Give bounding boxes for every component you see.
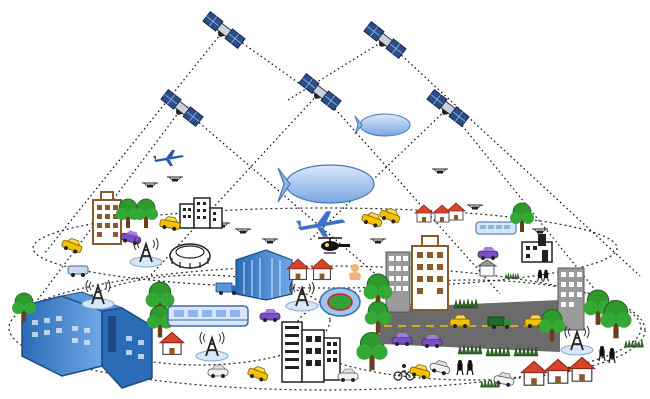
drone-icon bbox=[531, 228, 549, 234]
building-icon bbox=[179, 197, 223, 229]
person-icon bbox=[456, 359, 464, 376]
drone-icon bbox=[234, 228, 252, 234]
satellite-icon bbox=[297, 73, 342, 113]
house-icon bbox=[310, 258, 334, 281]
satellite-icon bbox=[201, 11, 246, 51]
car-icon bbox=[119, 228, 143, 247]
factory-icon bbox=[521, 234, 553, 263]
house-icon bbox=[446, 202, 466, 221]
building-icon bbox=[411, 235, 449, 311]
stadium-icon bbox=[169, 243, 211, 269]
house-icon bbox=[568, 356, 596, 382]
drone-icon bbox=[369, 238, 387, 244]
ground-coverage-ring bbox=[8, 265, 642, 391]
bus-icon bbox=[67, 265, 89, 277]
house-icon bbox=[432, 204, 452, 223]
cell-tower-icon bbox=[195, 331, 229, 362]
satellite-icon bbox=[362, 21, 407, 61]
satellite-icon bbox=[425, 89, 470, 129]
airship-icon bbox=[354, 113, 411, 137]
house-icon bbox=[520, 360, 548, 386]
drone-icon bbox=[141, 182, 159, 188]
tree-icon bbox=[133, 198, 159, 229]
building-icon bbox=[92, 191, 122, 245]
car-icon bbox=[158, 214, 182, 233]
car-icon bbox=[246, 363, 271, 384]
person-icon bbox=[598, 345, 606, 362]
building-icon bbox=[323, 337, 341, 381]
drone-icon bbox=[466, 204, 484, 210]
satellite-icon bbox=[159, 89, 204, 129]
car-icon bbox=[428, 358, 452, 377]
building-icon bbox=[385, 251, 411, 313]
factory-icon bbox=[21, 291, 153, 389]
bus-icon bbox=[167, 305, 249, 327]
outer-coverage-ring bbox=[32, 207, 618, 289]
car-icon bbox=[492, 370, 516, 389]
airplane-icon bbox=[153, 150, 184, 166]
car-icon bbox=[60, 235, 85, 256]
drone-icon bbox=[261, 238, 279, 244]
person-icon bbox=[537, 269, 543, 283]
person-icon bbox=[543, 269, 549, 283]
car-icon bbox=[259, 308, 281, 323]
person-icon bbox=[349, 264, 361, 280]
car-icon bbox=[207, 364, 229, 379]
person-icon bbox=[466, 359, 474, 376]
drone-icon bbox=[166, 176, 184, 182]
bus-icon bbox=[475, 221, 517, 235]
person-icon bbox=[608, 347, 616, 364]
airplane-icon bbox=[296, 211, 346, 237]
truck-icon bbox=[487, 316, 511, 329]
house-icon bbox=[544, 358, 572, 384]
building-icon bbox=[235, 249, 293, 301]
house-icon bbox=[159, 331, 185, 356]
car-icon bbox=[477, 246, 499, 261]
car-icon bbox=[337, 368, 359, 383]
helicopter-icon bbox=[318, 237, 350, 254]
building-icon bbox=[476, 259, 498, 277]
house-icon bbox=[414, 204, 434, 223]
airship-icon bbox=[277, 164, 375, 204]
building-icon bbox=[281, 321, 325, 383]
truck-icon bbox=[215, 282, 238, 295]
stadium-icon bbox=[319, 287, 361, 317]
drone-icon bbox=[431, 168, 449, 174]
